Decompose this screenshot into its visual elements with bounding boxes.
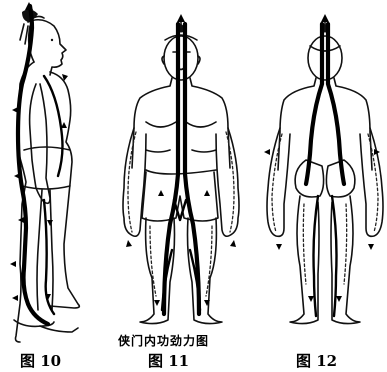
head-outline [164,36,198,80]
figure-10-side-view [10,2,79,342]
figure-11-label: 图 11 [148,350,189,371]
right-arm-outline [216,128,239,236]
shorts-outline [142,172,218,221]
figure-12-back-view [264,14,383,324]
diagram-title: 侠门内功劲力图 [118,332,209,349]
figure-11-front-view [123,14,239,324]
buttocks-outline [295,160,355,197]
right-arm-outline [360,128,383,236]
arm-outline [30,84,50,203]
torso-outline [278,78,372,170]
left-arm-outline [267,128,290,236]
figure-10-label: 图 10 [20,350,61,371]
flow-arrow-icon [126,14,236,306]
figure-12-label: 图 12 [296,350,337,371]
left-arm-outline [123,128,146,236]
head-outline [308,36,342,80]
